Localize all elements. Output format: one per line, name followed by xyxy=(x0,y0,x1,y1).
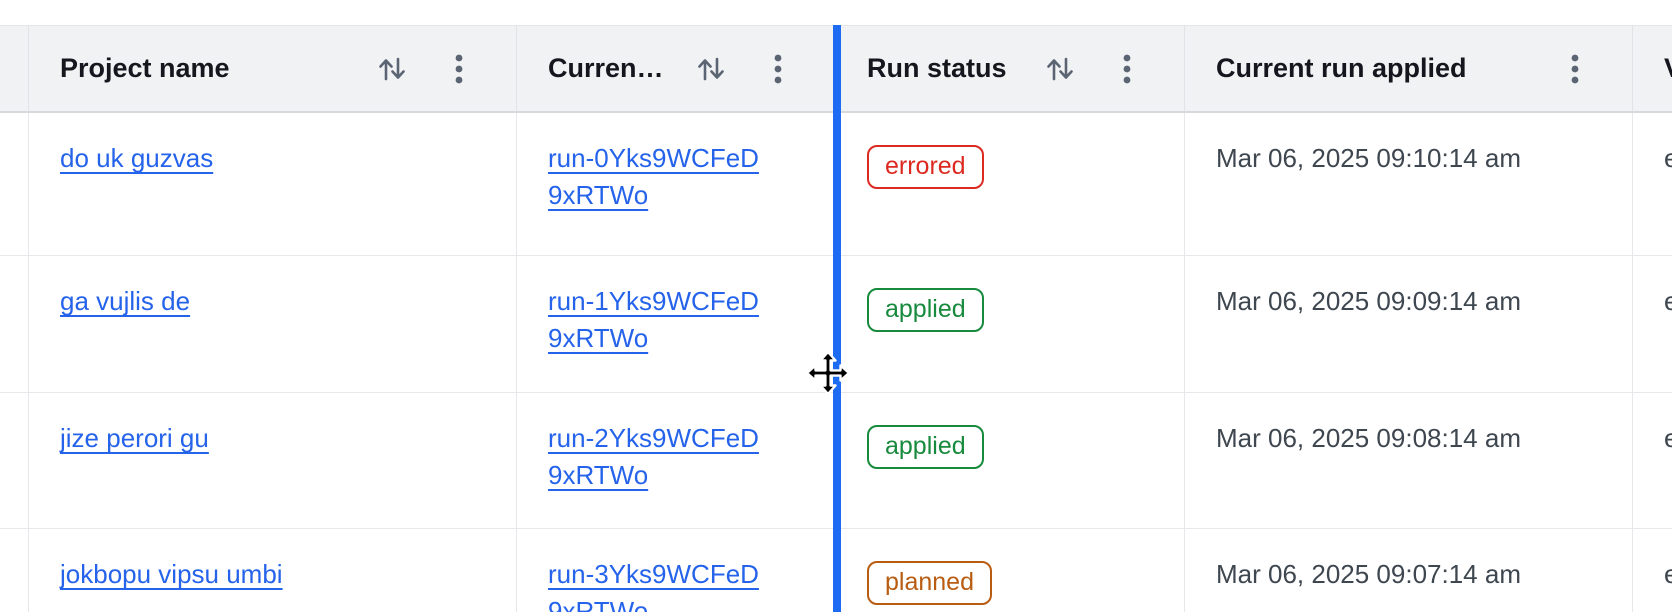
status-badge: applied xyxy=(867,425,984,469)
run-applied-timestamp: Mar 06, 2025 09:08:14 am xyxy=(1216,423,1521,453)
kebab-menu-icon[interactable] xyxy=(1123,53,1131,85)
column-label-current-run-applied: Current run applied xyxy=(1216,53,1467,83)
run-link[interactable]: run-2Yks9WCFeD9xRTWo xyxy=(548,423,759,490)
column-label-next-partial: V xyxy=(1664,53,1672,84)
project-link[interactable]: ga vujlis de xyxy=(60,286,191,316)
header-cell-current-run-applied: Current run applied xyxy=(1185,26,1633,111)
header-cell-next-partial: V xyxy=(1633,26,1672,111)
run-applied-timestamp: Mar 06, 2025 09:07:14 am xyxy=(1216,559,1521,589)
next-cell-partial: e xyxy=(1664,286,1672,316)
column-label-project-name: Project name xyxy=(60,53,230,83)
status-badge: planned xyxy=(867,561,992,605)
header-cell-current-run: Curren… xyxy=(517,26,836,111)
run-applied-timestamp: Mar 06, 2025 09:10:14 am xyxy=(1216,143,1521,173)
column-label-current-run: Curren… xyxy=(548,53,664,83)
status-badge: errored xyxy=(867,145,984,189)
sort-icon[interactable] xyxy=(1045,53,1075,85)
kebab-menu-icon[interactable] xyxy=(455,53,463,85)
header-cell-run-status: Run status xyxy=(836,26,1185,111)
status-badge: applied xyxy=(867,288,984,332)
run-link[interactable]: run-1Yks9WCFeD9xRTWo xyxy=(548,286,759,353)
project-link[interactable]: jokbopu vipsu umbi xyxy=(60,559,283,589)
column-label-run-status: Run status xyxy=(867,53,1007,83)
next-cell-partial: e xyxy=(1664,559,1672,589)
next-cell-partial: e xyxy=(1664,423,1672,453)
header-cell-selector xyxy=(0,26,29,111)
run-link[interactable]: run-0Yks9WCFeD9xRTWo xyxy=(548,143,759,210)
kebab-menu-icon[interactable] xyxy=(1571,53,1579,85)
sort-icon[interactable] xyxy=(377,53,407,85)
project-link[interactable]: do uk guzvas xyxy=(60,143,214,173)
project-link[interactable]: jize perori gu xyxy=(60,423,209,453)
sort-icon[interactable] xyxy=(696,53,726,85)
run-link[interactable]: run-3Yks9WCFeD9xRTWo xyxy=(548,559,759,612)
run-applied-timestamp: Mar 06, 2025 09:09:14 am xyxy=(1216,286,1521,316)
column-resize-indicator[interactable] xyxy=(833,25,841,612)
kebab-menu-icon[interactable] xyxy=(774,53,782,85)
next-cell-partial: e xyxy=(1664,143,1672,173)
header-cell-project-name: Project name xyxy=(29,26,517,111)
